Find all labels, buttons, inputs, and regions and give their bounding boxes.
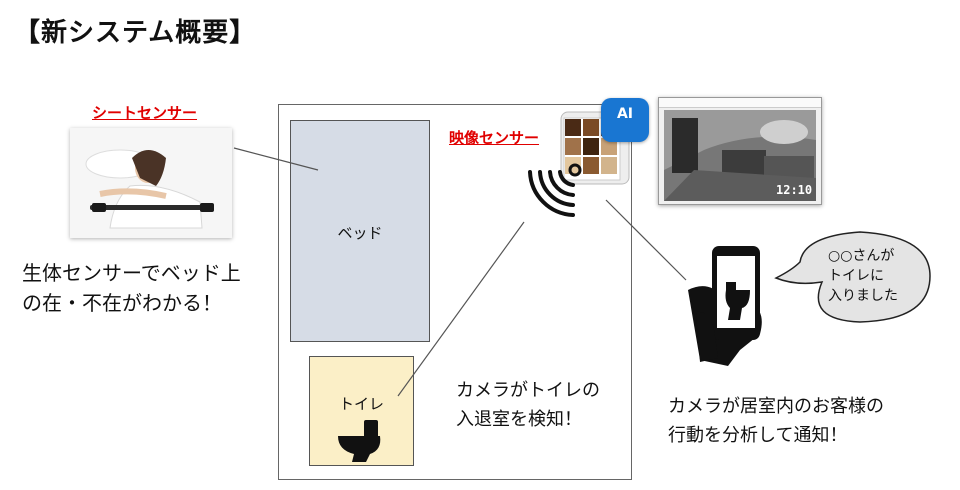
- notification-line: トイレに: [828, 268, 884, 284]
- camera-desc-line: カメラがトイレの: [456, 380, 600, 401]
- toilet-icon: [338, 420, 381, 462]
- toilet-label: トイレ: [338, 395, 384, 413]
- signal-icon: [528, 163, 582, 217]
- notification-bubble: [774, 231, 931, 323]
- notification-line: ○○さんが: [828, 248, 895, 264]
- camera-timestamp: 12:10: [776, 183, 813, 197]
- camera-detection-text: カメラがトイレの 入退室を検知！: [456, 376, 600, 434]
- analysis-text: カメラが居室内のお客様の 行動を分析して通知！: [668, 392, 884, 450]
- camera-toilet-line: [397, 221, 525, 397]
- camera-desc-line: 入退室を検知！: [456, 409, 582, 430]
- seat-sensor-description: 生体センサーでベッド上 の在・不在がわかる！: [22, 258, 241, 318]
- ai-badge-icon: [601, 98, 649, 142]
- ai-badge-text: AI: [616, 106, 634, 122]
- seat-sensor-label: シートセンサー: [92, 104, 198, 122]
- analysis-desc-line: 行動を分析して通知！: [668, 425, 848, 446]
- notification-line: 入りました: [828, 288, 898, 304]
- seat-desc-line: 生体センサーでベッド上: [22, 261, 241, 285]
- video-sensor-label: 映像センサー: [449, 129, 540, 147]
- page-title: 【新システム概要】: [14, 18, 257, 48]
- bed-label: ベッド: [337, 224, 383, 242]
- camera-feed: [664, 110, 816, 201]
- monitor-titlebar: [659, 98, 821, 108]
- notification-text: ○○さんが トイレに 入りました: [828, 246, 898, 306]
- analysis-desc-line: カメラが居室内のお客様の: [668, 396, 884, 417]
- seat-connector-line: [233, 147, 319, 171]
- camera-phone-line: [605, 199, 687, 281]
- bed-area: [290, 120, 430, 342]
- seat-desc-line: の在・不在がわかる！: [22, 291, 222, 315]
- seat-sensor-photo: [70, 128, 232, 238]
- smartphone-icon: [688, 246, 762, 366]
